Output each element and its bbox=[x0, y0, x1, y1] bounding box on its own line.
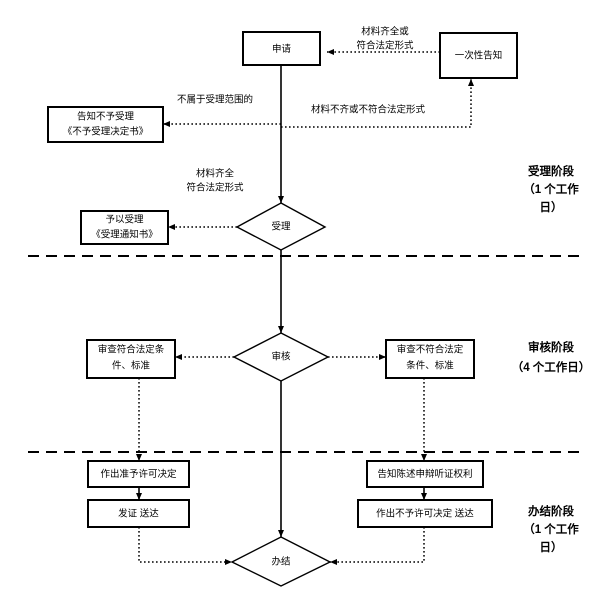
edge-issue-to-complete bbox=[138, 527, 232, 565]
edge-deny-to-complete bbox=[330, 527, 425, 565]
node-complete-label: 办结 bbox=[271, 556, 290, 568]
node-reject-notice-label-2: 《不予受理决定书》 bbox=[63, 126, 149, 138]
node-grant-accept-label-1: 予以受理 bbox=[105, 214, 144, 226]
node-reject-notice-label-1: 告知不予受理 bbox=[77, 111, 135, 123]
node-review-fail-label-1: 审查不符合法定 bbox=[397, 344, 464, 356]
node-grant-accept[interactable]: 予以受理 《受理通知书》 bbox=[80, 210, 169, 245]
node-review-fail[interactable]: 审查不符合法定 条件、标准 bbox=[385, 339, 475, 379]
node-permit-decision-label: 作出准予许可决定 bbox=[100, 468, 177, 480]
node-issue-deliver-label: 发证 送达 bbox=[118, 508, 159, 520]
node-grant-accept-label-2: 《受理通知书》 bbox=[91, 229, 158, 241]
node-issue-deliver[interactable]: 发证 送达 bbox=[87, 499, 190, 528]
node-review-decision[interactable]: 审核 bbox=[232, 332, 330, 382]
node-one-time-notice[interactable]: 一次性告知 bbox=[439, 32, 518, 79]
stage-label-complete-line3: 日） bbox=[540, 540, 563, 554]
stage-label-accept: 受理阶段 （1 个工作 日） bbox=[523, 164, 579, 214]
node-one-time-notice-label: 一次性告知 bbox=[455, 50, 503, 62]
node-review-fail-label-2: 条件、标准 bbox=[406, 360, 454, 372]
stage-label-accept-line1: 受理阶段 bbox=[528, 164, 574, 178]
edge-label-materials-complete-line1: 材料齐全 bbox=[196, 168, 235, 180]
stage-label-complete-line2: （1 个工作 bbox=[523, 522, 579, 536]
node-reject-notice[interactable]: 告知不予受理 《不予受理决定书》 bbox=[47, 106, 164, 143]
edge-label-materials-ok-line1: 材料齐全或 bbox=[361, 26, 409, 38]
node-deny-decision[interactable]: 作出不予许可决定 送达 bbox=[357, 499, 493, 528]
edge-label-materials-ok-line2: 符合法定形式 bbox=[356, 40, 414, 52]
node-review-pass[interactable]: 审查符合法定条 件、标准 bbox=[86, 339, 176, 379]
node-accept-decision-label: 受理 bbox=[271, 221, 291, 233]
stage-label-review-line1: 审核阶段 bbox=[528, 340, 574, 354]
node-review-decision-label: 审核 bbox=[271, 351, 291, 363]
node-apply-label: 申请 bbox=[272, 43, 292, 55]
stage-label-complete-line1: 办结阶段 bbox=[528, 504, 574, 518]
node-rights-notice-label: 告知陈述申辩听证权利 bbox=[377, 468, 472, 480]
edge-label-materials-incomplete: 材料不齐或不符合法定形式 bbox=[311, 104, 426, 116]
stage-label-accept-line2: （1 个工作 bbox=[523, 182, 579, 196]
node-rights-notice[interactable]: 告知陈述申辩听证权利 bbox=[366, 460, 484, 488]
node-apply[interactable]: 申请 bbox=[242, 31, 321, 66]
stage-label-review: 审核阶段 （4 个工作日） bbox=[512, 340, 591, 374]
stage-label-review-line2: （4 个工作日） bbox=[512, 360, 591, 374]
node-deny-decision-label: 作出不予许可决定 送达 bbox=[376, 508, 474, 520]
stage-label-accept-line3: 日） bbox=[540, 200, 563, 214]
node-accept-decision[interactable]: 受理 bbox=[235, 202, 327, 251]
edge-label-materials-complete-line2: 符合法定形式 bbox=[186, 182, 244, 194]
node-review-pass-label-1: 审查符合法定条 bbox=[98, 344, 165, 356]
node-review-pass-label-2: 件、标准 bbox=[112, 360, 151, 372]
node-permit-decision[interactable]: 作出准予许可决定 bbox=[87, 460, 190, 488]
stage-label-complete: 办结阶段 （1 个工作 日） bbox=[523, 504, 579, 554]
edge-label-out-of-scope: 不属于受理范围的 bbox=[177, 94, 253, 106]
node-complete[interactable]: 办结 bbox=[230, 536, 332, 587]
edge-apply-to-one-time-notice bbox=[281, 79, 474, 128]
